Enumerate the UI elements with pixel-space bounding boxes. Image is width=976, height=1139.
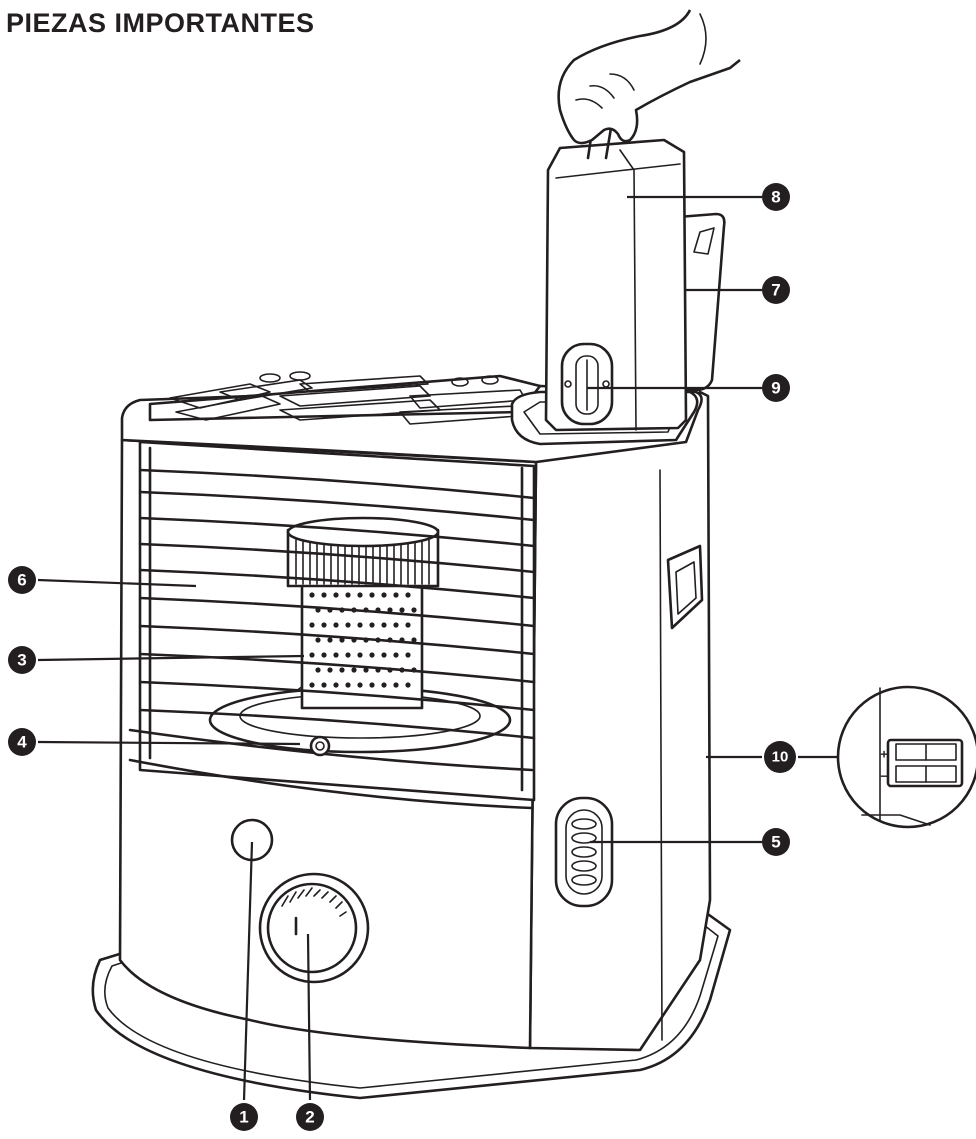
callout-2: 2 [296,1103,324,1131]
callout-7: 7 [762,276,790,304]
callout-4: 4 [8,728,36,756]
callout-2-label: 2 [305,1108,314,1127]
callout-3-label: 3 [17,651,26,670]
callout-7-label: 7 [771,281,780,300]
callout-6-label: 6 [17,571,26,590]
callout-4-label: 4 [17,733,27,752]
leader-lines [37,195,838,1101]
page-title: PIEZAS IMPORTANTES [6,8,315,38]
battery-inset: + − [836,685,976,829]
battery-minus-label: − [880,769,888,784]
safety-grille [138,446,536,792]
callout-badges: 1 2 3 4 5 6 7 8 [8,183,796,1131]
callout-3: 3 [8,646,36,674]
callout-5: 5 [762,828,790,856]
callout-1: 1 [230,1103,258,1131]
callout-10: 10 [764,741,796,773]
callout-9: 9 [762,374,790,402]
control-panel [230,544,704,984]
callout-8-label: 8 [771,188,780,207]
battery-plus-label: + [880,747,888,762]
callout-10-label: 10 [772,749,789,766]
callout-8: 8 [762,183,790,211]
fuel-tank [544,112,688,432]
hand-illustration [557,9,741,145]
callout-9-label: 9 [771,379,780,398]
callout-6: 6 [8,566,36,594]
callout-1-label: 1 [239,1108,248,1127]
crown-ribs [295,539,430,585]
callout-5-label: 5 [771,833,780,852]
